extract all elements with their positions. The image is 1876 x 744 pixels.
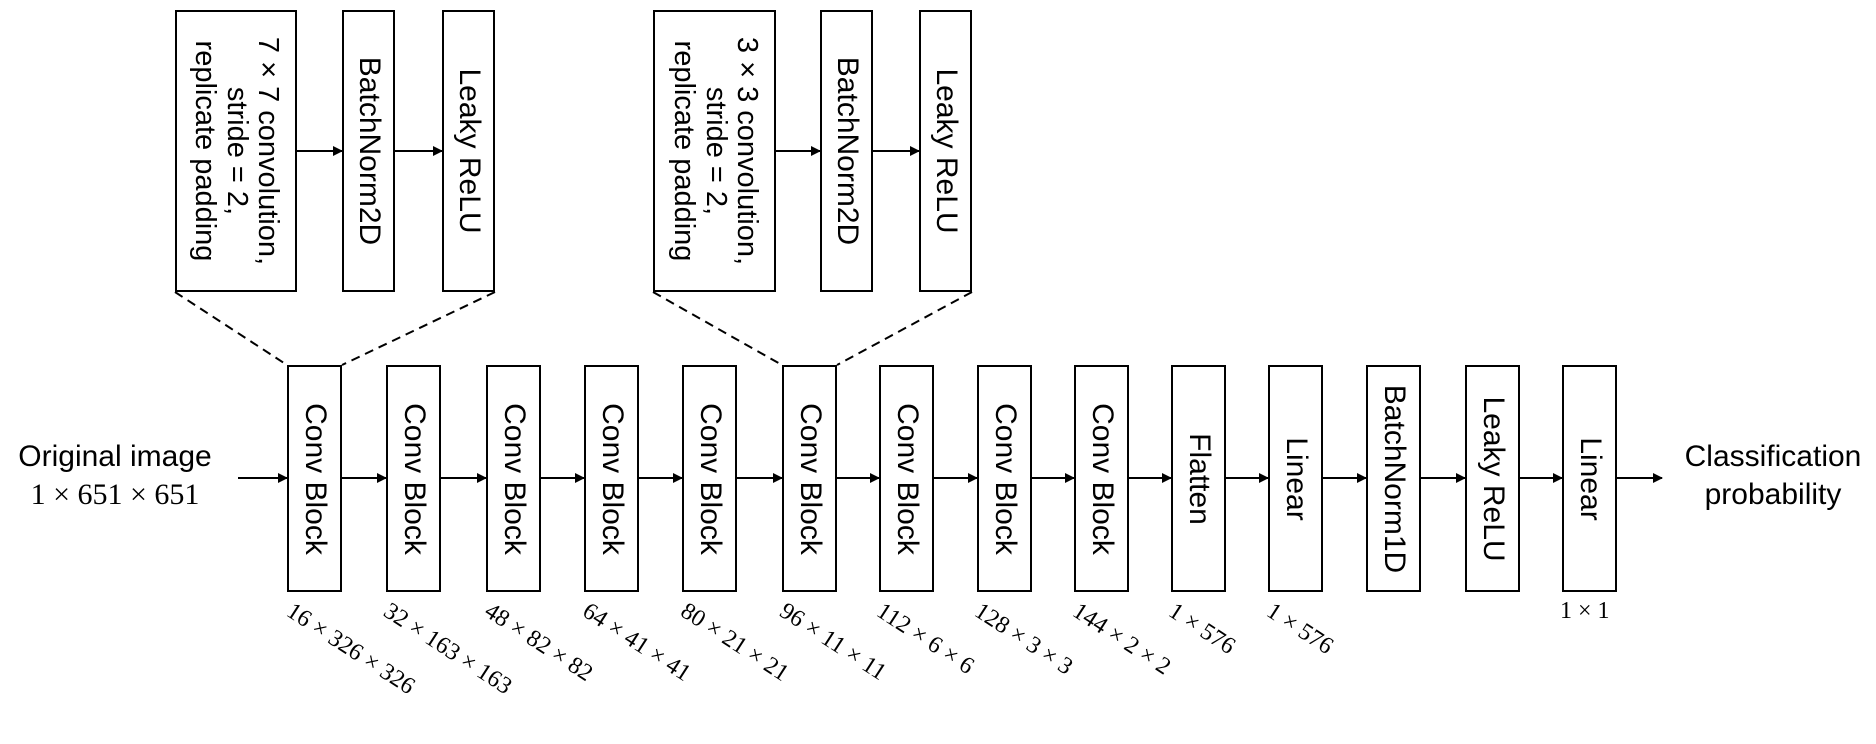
input-label: Original image 1 × 651 × 651 xyxy=(6,440,224,512)
dim-label-linear-2: 1 × 1 xyxy=(1560,598,1610,624)
detail-left-conv-line-2: stride = 2, xyxy=(220,86,253,216)
detail-right-dashed-line-2 xyxy=(836,291,973,366)
detail-right-batchnorm2d-label: BatchNorm2D xyxy=(830,56,864,246)
output-label-line2: probability xyxy=(1704,478,1842,511)
output-label-line1: Classification xyxy=(1684,440,1862,473)
conv-block-3: Conv Block xyxy=(486,365,541,592)
detail-right-conv-line-2: stride = 2, xyxy=(699,86,732,216)
detail-left-batchnorm2d-label: BatchNorm2D xyxy=(352,56,386,246)
conv-block-6-label: Conv Block xyxy=(793,402,827,555)
detail-right-leaky-relu: Leaky ReLU xyxy=(919,10,972,292)
conv-block-5-label: Conv Block xyxy=(693,402,727,555)
input-label-text: Original image xyxy=(18,440,212,473)
detail-left-leaky-relu-label: Leaky ReLU xyxy=(452,68,486,234)
detail-left-conv-line-3: replicate padding xyxy=(189,40,222,262)
conv-block-6: Conv Block xyxy=(782,365,837,592)
conv-block-9: Conv Block xyxy=(1074,365,1129,592)
conv-block-8-label: Conv Block xyxy=(988,402,1022,555)
detail-right-conv-box: 3 × 3 convolution, stride = 2, replicate… xyxy=(653,10,776,292)
conv-block-2: Conv Block xyxy=(386,365,441,592)
conv-block-1: Conv Block xyxy=(287,365,342,592)
detail-left-conv-line-1: 7 × 7 convolution, xyxy=(251,36,284,266)
flatten-block-label: Flatten xyxy=(1182,432,1216,525)
detail-right-dashed-line-1 xyxy=(652,291,783,366)
leaky-relu-block: Leaky ReLU xyxy=(1465,365,1520,592)
linear-block-2-label: Linear xyxy=(1573,436,1607,521)
conv-block-7: Conv Block xyxy=(879,365,934,592)
conv-block-5: Conv Block xyxy=(682,365,737,592)
detail-left-leaky-relu: Leaky ReLU xyxy=(442,10,495,292)
linear-block-2: Linear xyxy=(1562,365,1617,592)
detail-left-conv-text: 7 × 7 convolution, stride = 2, replicate… xyxy=(189,36,284,266)
linear-block-1: Linear xyxy=(1268,365,1323,592)
detail-right-leaky-relu-label: Leaky ReLU xyxy=(929,68,963,234)
detail-left-conv-box: 7 × 7 convolution, stride = 2, replicate… xyxy=(175,10,297,292)
conv-block-3-label: Conv Block xyxy=(497,402,531,555)
input-shape: 1 × 651 × 651 xyxy=(30,478,200,511)
conv-block-8: Conv Block xyxy=(977,365,1032,592)
conv-block-9-label: Conv Block xyxy=(1085,402,1119,555)
detail-left-batchnorm2d: BatchNorm2D xyxy=(342,10,395,292)
conv-block-1-label: Conv Block xyxy=(298,402,332,555)
linear-block-1-label: Linear xyxy=(1279,436,1313,521)
batchnorm1d-block: BatchNorm1D xyxy=(1366,365,1421,592)
output-label: Classification probability xyxy=(1670,440,1876,512)
conv-block-4: Conv Block xyxy=(584,365,639,592)
conv-block-2-label: Conv Block xyxy=(397,402,431,555)
detail-right-conv-line-1: 3 × 3 convolution, xyxy=(730,36,763,266)
conv-block-7-label: Conv Block xyxy=(890,402,924,555)
detail-left-dashed-line-1 xyxy=(174,291,288,366)
flatten-block: Flatten xyxy=(1171,365,1226,592)
detail-right-batchnorm2d: BatchNorm2D xyxy=(820,10,873,292)
conv-block-4-label: Conv Block xyxy=(595,402,629,555)
leaky-relu-block-label: Leaky ReLU xyxy=(1476,395,1510,562)
detail-right-conv-text: 3 × 3 convolution, stride = 2, replicate… xyxy=(667,36,763,266)
detail-left-dashed-line-2 xyxy=(341,291,496,366)
detail-right-conv-line-3: replicate padding xyxy=(667,40,700,262)
batchnorm1d-block-label: BatchNorm1D xyxy=(1377,384,1411,573)
